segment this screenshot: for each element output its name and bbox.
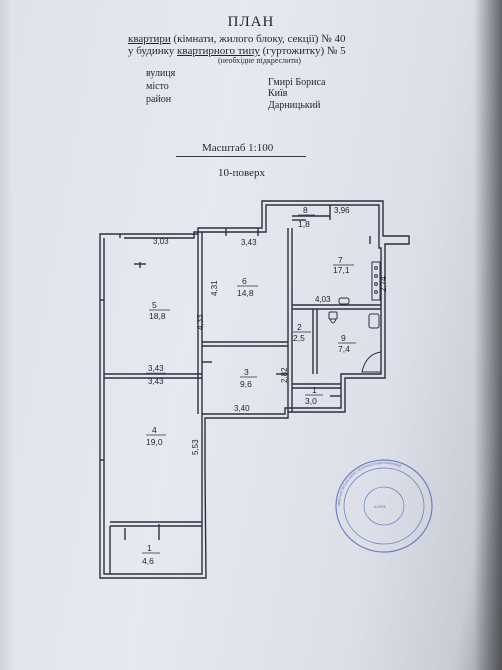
- dim-343-a: 3,43: [148, 364, 164, 373]
- dim-343-top: 3,43: [241, 238, 257, 247]
- dim-340: 3,40: [234, 404, 250, 413]
- room-3-number: 3: [244, 367, 249, 377]
- street-label: вулиця: [146, 68, 176, 79]
- room-4-number: 4: [152, 425, 157, 435]
- header-line-apartment: квартири (кімнати, жилого блоку, секції)…: [128, 33, 345, 45]
- apartment-underlined-word: квартири: [128, 33, 171, 45]
- plan-walls: [99, 200, 410, 579]
- dim-403: 4,03: [315, 295, 331, 304]
- stamp-center-text: № 5978: [374, 505, 386, 509]
- building-type-underlined: квартирного типу: [177, 45, 260, 57]
- room-8-number: 8: [303, 205, 308, 215]
- room-9-area: 7,4: [338, 344, 350, 354]
- bathtub-fixture: [371, 261, 381, 301]
- room-5-number: 5: [152, 300, 157, 310]
- room-1-number: 1: [147, 543, 152, 553]
- district-value: Дарницький: [268, 100, 321, 111]
- dim-433: 4,33: [196, 314, 205, 330]
- plan-floor: 10-поверх: [218, 167, 266, 179]
- district-label: район: [146, 94, 172, 105]
- apartment-number: № 40: [321, 33, 346, 45]
- scale-underline: [176, 156, 306, 157]
- room-1b-area: 3,0: [305, 396, 317, 406]
- room-7-area: 17,1: [333, 265, 350, 275]
- dim-282: 2,82: [280, 367, 289, 383]
- underline-hint: (необхідне підкреслити): [218, 56, 301, 65]
- room-5-area: 18,8: [149, 311, 166, 321]
- stamp-ring-text: КИЇВСЬКЕ МІСЬКЕ БЮРО ТЕХНІЧНОЇ ІНВЕНТАРИ…: [337, 461, 402, 506]
- dim-343-b: 3,43: [148, 377, 164, 386]
- room-3-area: 9,6: [240, 379, 252, 389]
- dim-396: 3,96: [334, 206, 350, 215]
- room-6-number: 6: [242, 276, 247, 286]
- room-labels: 5 18,8 6 14,8 7 17,1 8 1,8 2 2,5 9 7,4 3…: [142, 205, 356, 566]
- page-binding-edge: [0, 0, 14, 670]
- room-9-number: 9: [341, 333, 346, 343]
- toilet-bowl: [329, 318, 337, 324]
- document-title: ПЛАН: [227, 14, 275, 30]
- toilet-fixture: [328, 311, 338, 320]
- room-6-area: 14,8: [237, 288, 254, 298]
- room-7-number: 7: [338, 255, 343, 265]
- dim-553: 5,53: [191, 439, 200, 455]
- city-value: Київ: [268, 88, 288, 99]
- room-4-area: 19,0: [146, 437, 163, 447]
- washbasin-fixture: [368, 313, 380, 329]
- dim-431: 4,31: [210, 280, 219, 296]
- room-1-area: 4,6: [142, 556, 154, 566]
- building-prefix: у будинку: [128, 45, 175, 57]
- dim-303: 3,03: [153, 237, 169, 246]
- dim-274: 2,74: [379, 276, 388, 292]
- shower-fixture: [361, 351, 382, 373]
- room-2-area: 2,5: [293, 333, 305, 343]
- apartment-options-text: (кімнати, жилого блоку, секції): [173, 33, 319, 45]
- room-1b-number: 1: [312, 385, 317, 395]
- street-value: Гмирі Бориса: [268, 77, 326, 88]
- city-label: місто: [146, 81, 169, 92]
- room-2-number: 2: [297, 322, 302, 332]
- page-edge-shadow: [474, 0, 502, 670]
- bathroom-fixtures: [328, 261, 382, 373]
- building-number: (гуртожитку) № 5: [262, 45, 346, 57]
- room-8-area: 1,8: [298, 219, 310, 229]
- dimension-labels: 3,96 3,03 3,43 4,03 3,43 3,43 3,40 4,31 …: [146, 206, 388, 455]
- official-stamp: КИЇВСЬКЕ МІСЬКЕ БЮРО ТЕХНІЧНОЇ ІНВЕНТАРИ…: [335, 459, 433, 553]
- header-line-building: у будинку квартирного типу (гуртожитку) …: [128, 45, 346, 57]
- sink-fixture: [338, 297, 350, 305]
- plan-scale: Масштаб 1:100: [202, 142, 274, 154]
